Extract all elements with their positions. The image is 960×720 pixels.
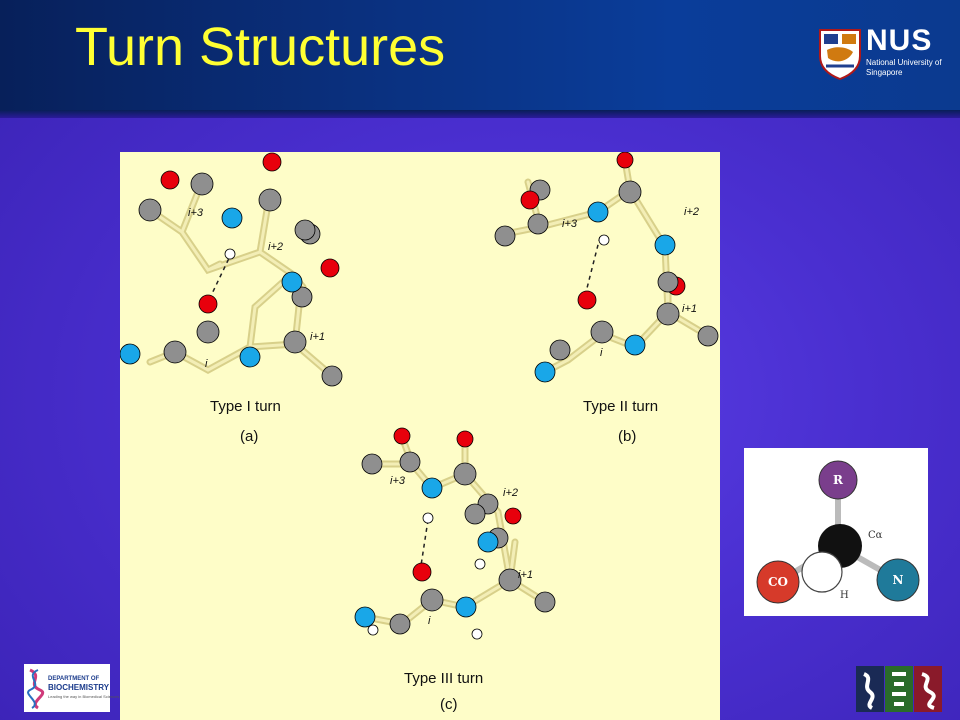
residue-label: i+2 [268,241,283,253]
inset-label-n: N [893,573,904,587]
slide-header [0,0,960,110]
slide-title: Turn Structures [75,17,446,77]
caption-type-iii: Type III turn [404,670,484,687]
residue-label: i [205,358,208,370]
nus-wordmark: NUS [866,24,933,57]
residue-label: i+2 [684,206,699,218]
caption-type-i: Type I turn [210,398,281,415]
alpha-carbon-diagram: R CO N Cα H [756,460,920,604]
residue-label: i [600,347,603,359]
residue-label: i [428,615,431,627]
partner-logos-icon [856,666,942,712]
biochem-tagline: Leading the way in Biomedical Sciences [48,694,120,699]
caption-label-c: (c) [440,696,458,713]
residue-label: i+1 [518,569,533,581]
residue-label: i+3 [562,218,578,230]
caption-label-b: (b) [618,428,637,445]
alpha-carbon-inset: R CO N Cα H [744,448,928,616]
inset-label-ca: Cα [868,530,883,541]
residue-label: i+1 [310,331,325,343]
residue-label: i+2 [503,487,518,499]
turn-structures-figure: i i+1 i+2 i+3 i i+1 i+2 i+3 i i+1 i+2 i+… [120,152,720,720]
helix-logo-icon [27,668,44,710]
inset-label-r: R [833,473,844,487]
molecular-diagram: i i+1 i+2 i+3 i i+1 i+2 i+3 i i+1 i+2 i+… [120,152,719,640]
inset-label-h: H [840,590,849,601]
nus-subtitle: National University of Singapore [866,58,942,77]
nus-crest-icon [819,29,861,80]
biochemistry-logo: DEPARTMENT OF BIOCHEMISTRY Leading the w… [24,664,119,712]
caption-type-ii: Type II turn [583,398,659,415]
biochem-line1: DEPARTMENT OF [48,676,100,682]
residue-label: i+3 [188,207,204,219]
residue-label: i+3 [390,475,406,487]
residue-label: i+1 [682,303,697,315]
biochem-line2: BIOCHEMISTRY [48,683,110,692]
caption-label-a: (a) [240,428,259,445]
header-divider [0,110,960,118]
inset-label-co: CO [768,575,788,589]
